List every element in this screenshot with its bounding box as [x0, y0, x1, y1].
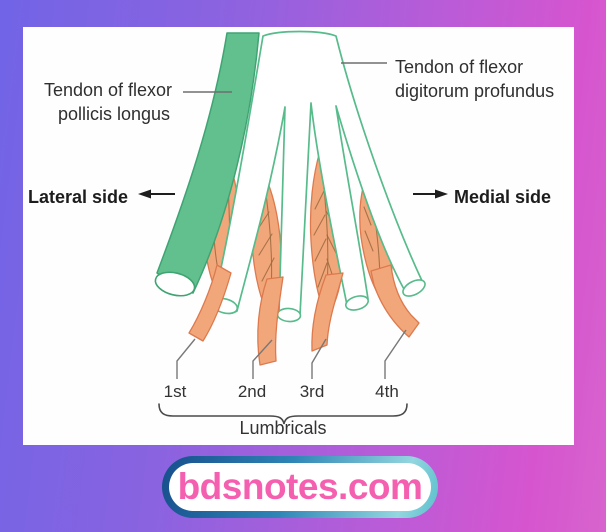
site-link-label: bdsnotes.com	[177, 466, 423, 507]
lumbrical-3-tail	[311, 272, 344, 352]
lumbricals-brace	[158, 403, 408, 425]
leader-line-3rd	[311, 338, 327, 379]
label-line: pollicis longus	[57, 104, 171, 124]
fpl-tube-opening	[154, 271, 196, 297]
label-tendon-flexor-digitorum-profundus: Tendon of flexor digitorum profundus	[395, 55, 554, 103]
tube-opening-3	[345, 295, 369, 311]
label-lateral-side: Lateral side	[28, 187, 129, 207]
lumbrical-muscle-tails	[188, 264, 420, 366]
label-line: Tendon of flexor	[395, 57, 524, 77]
label-line: digitorum profundus	[395, 81, 555, 101]
label-line: Tendon of flexor	[43, 80, 173, 100]
site-link-button-inner: bdsnotes.com	[169, 463, 431, 511]
label-lumbricals-group: Lumbricals	[239, 418, 327, 438]
lumbrical-2-tail	[257, 276, 284, 366]
label-tendon-flexor-pollicis-longus: Tendon of flexor pollicis longus	[31, 78, 185, 126]
label-lumbrical-1st: 1st	[163, 382, 187, 401]
tube-opening-4	[402, 279, 426, 297]
label-lumbrical-2nd: 2nd	[237, 382, 267, 401]
leader-line-4th	[384, 329, 407, 379]
fpl-tendon-band	[154, 32, 260, 297]
label-medial-side: Medial side	[454, 187, 552, 207]
diagram-card: Tendon of flexor pollicis longus Tendon …	[23, 27, 574, 445]
leader-line-1st	[176, 338, 196, 379]
lumbrical-1-tail	[188, 264, 232, 342]
lateral-arrow	[138, 189, 175, 199]
site-link-button[interactable]: bdsnotes.com	[162, 456, 438, 518]
anatomy-diagram	[138, 30, 448, 425]
lumbrical-4-tail	[370, 264, 420, 338]
leader-line-2nd	[252, 339, 273, 379]
label-lumbrical-3rd: 3rd	[299, 382, 325, 401]
label-lumbrical-4th: 4th	[375, 382, 399, 401]
medial-arrow	[413, 189, 448, 199]
